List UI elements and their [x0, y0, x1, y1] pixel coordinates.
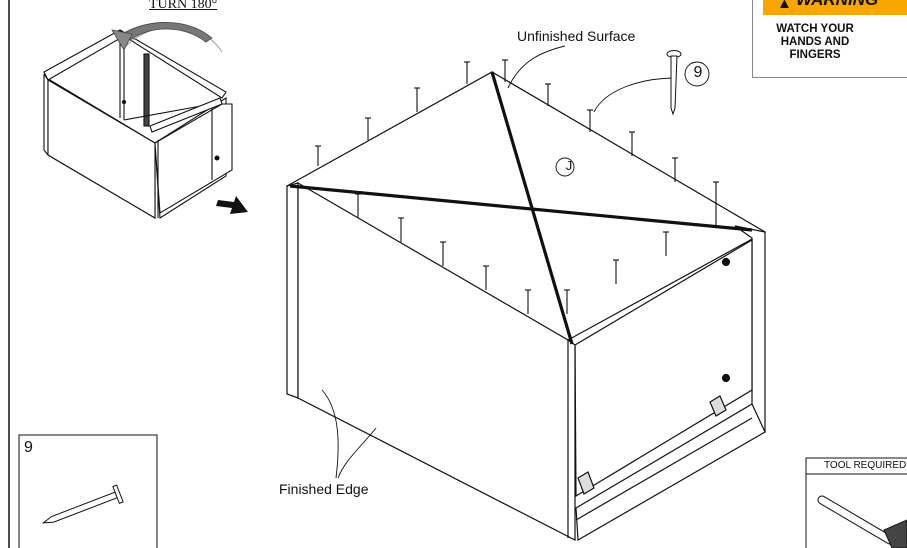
leader-lines: [321, 45, 710, 479]
main-cabinet-illustration: [285, 71, 767, 542]
warning-triangle-icon: ▲: [777, 0, 792, 12]
nail-icon: [666, 50, 682, 116]
hammer-icon: [817, 495, 907, 548]
curved-arrow-icon: [111, 22, 223, 53]
part-9-circle: [684, 61, 710, 87]
part-letter: J: [565, 158, 573, 173]
arrow-right-down-icon: [216, 196, 248, 214]
turn-instruction: TURN 180°: [149, 0, 218, 12]
finished-edge-label: Finished Edge: [279, 481, 369, 497]
tool-box: [805, 457, 907, 548]
parts-box: [18, 434, 158, 548]
part-j-circle: [555, 157, 575, 177]
warning-message: WATCH YOUR HANDS AND FINGERS: [776, 23, 854, 61]
nail-icon: [41, 484, 124, 524]
warning-sign: ▲ WARNING WATCH YOUR HANDS AND FINGERS: [752, 0, 907, 78]
unfinished-surface-label: Unfinished Surface: [517, 28, 636, 44]
warning-heading: WARNING: [796, 0, 878, 10]
small-cabinet-illustration: [43, 29, 233, 219]
nails: [315, 59, 719, 314]
warning-header: ▲ WARNING: [763, 0, 907, 15]
parts-box-number: 9: [24, 439, 33, 456]
tool-required-title: TOOL REQUIRED: [824, 460, 907, 471]
part-number-callout: 9: [693, 64, 703, 81]
